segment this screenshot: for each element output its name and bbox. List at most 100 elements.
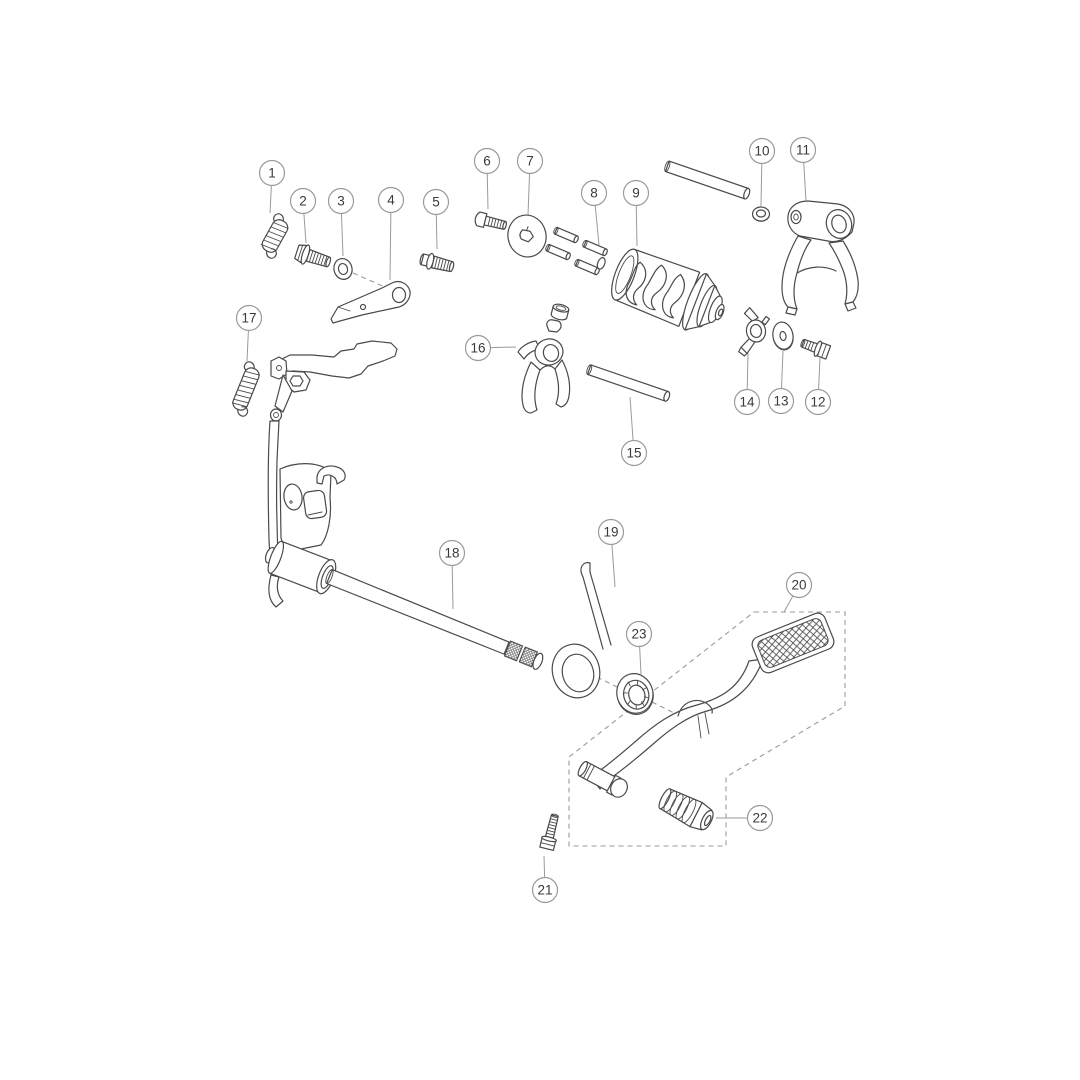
- callout-balloon-13: [767, 387, 795, 415]
- callout-leader-10: [760, 163, 763, 207]
- callout-15: 15: [620, 396, 648, 467]
- callout-balloon-17: [235, 304, 263, 332]
- callout-16: 16: [464, 334, 517, 362]
- part-1-spring: [260, 213, 289, 259]
- callout-leader-7: [527, 173, 531, 216]
- callout-8: 8: [580, 179, 608, 246]
- part-6-screw: [474, 211, 507, 230]
- callout-number-1: 1: [268, 166, 276, 181]
- part-19-return-spring: [551, 562, 612, 699]
- callout-number-15: 15: [626, 446, 641, 461]
- callout-2: 2: [289, 187, 317, 244]
- alignment-dashed-line-2: [596, 676, 618, 688]
- callout-leader-19: [611, 544, 616, 588]
- callout-balloon-12: [804, 388, 832, 416]
- callout-number-5: 5: [432, 195, 440, 210]
- callout-balloon-3: [327, 187, 355, 215]
- callout-7: 7: [516, 147, 544, 216]
- callout-leader-12: [818, 357, 821, 390]
- callout-balloon-16: [464, 334, 492, 362]
- callout-23: 23: [625, 620, 653, 675]
- callout-leader-8: [594, 205, 600, 246]
- callout-leader-15: [629, 396, 634, 441]
- callout-balloon-1: [258, 159, 286, 187]
- callout-number-23: 23: [631, 627, 646, 642]
- part-7-cam-plate: [507, 214, 547, 258]
- callout-number-8: 8: [590, 186, 598, 201]
- callout-leader-2: [303, 213, 307, 244]
- fork-shaft-upper: [664, 160, 751, 200]
- callout-leader-18: [451, 565, 454, 610]
- dashed-annotations-layer: [352, 272, 846, 847]
- callout-number-4: 4: [387, 193, 395, 208]
- callout-11: 11: [789, 136, 817, 202]
- callout-20: 20: [783, 571, 813, 613]
- callout-balloon-15: [620, 439, 648, 467]
- callout-balloon-5: [422, 188, 450, 216]
- callout-number-11: 11: [796, 143, 810, 158]
- callout-10: 10: [748, 137, 776, 207]
- callout-6: 6: [473, 147, 501, 210]
- callout-1: 1: [258, 159, 286, 214]
- callout-leader-6: [486, 173, 489, 210]
- part-22-pedal-rubber: [658, 788, 714, 831]
- callout-number-7: 7: [526, 154, 534, 169]
- part-18-shift-shaft-assembly: [264, 340, 544, 670]
- callout-number-10: 10: [754, 144, 769, 159]
- pedal-toe-pin: [577, 760, 628, 798]
- callout-21: 21: [531, 855, 559, 904]
- callout-4: 4: [377, 186, 405, 281]
- callout-balloon-22: [746, 804, 774, 832]
- pedal-group-dashed-boundary: [568, 611, 846, 847]
- callout-leader-11: [803, 162, 807, 202]
- callout-number-14: 14: [739, 395, 755, 410]
- part-4-stopper-lever: [330, 280, 411, 324]
- callout-leader-23: [639, 646, 642, 675]
- part-5-screw: [419, 252, 455, 273]
- callout-number-20: 20: [791, 578, 806, 593]
- callout-leader-17: [246, 330, 249, 362]
- callout-balloon-10: [748, 137, 776, 165]
- callout-5: 5: [422, 188, 450, 250]
- callout-balloon-14: [733, 388, 761, 416]
- callout-number-9: 9: [632, 186, 640, 201]
- part-10-collar: [751, 206, 771, 222]
- callout-balloon-6: [473, 147, 501, 175]
- part-12-bolt: [800, 338, 832, 360]
- callout-leader-4: [389, 212, 392, 281]
- callout-19: 19: [597, 518, 625, 588]
- part-13-washer: [772, 321, 794, 351]
- callout-number-16: 16: [470, 341, 485, 356]
- part-2-bolt: [294, 244, 332, 268]
- callout-leader-16: [490, 346, 517, 349]
- callout-balloon-8: [580, 179, 608, 207]
- callout-number-3: 3: [337, 194, 345, 209]
- callout-number-6: 6: [483, 154, 491, 169]
- callout-13: 13: [767, 350, 795, 415]
- part-17-spring: [231, 361, 261, 417]
- callout-balloon-11: [789, 136, 817, 164]
- callout-number-18: 18: [444, 546, 459, 561]
- callout-number-2: 2: [299, 194, 307, 209]
- callout-balloon-20: [785, 571, 813, 599]
- callout-number-22: 22: [752, 811, 767, 826]
- part-15-fork-shaft: [586, 364, 671, 402]
- part-16-shift-fork: [517, 303, 571, 414]
- callout-balloon-4: [377, 186, 405, 214]
- callout-number-12: 12: [810, 395, 825, 410]
- callout-18: 18: [438, 539, 466, 610]
- callout-balloon-9: [622, 179, 650, 207]
- callout-leader-21: [543, 855, 546, 878]
- callout-3: 3: [327, 187, 355, 257]
- alignment-dashed-line-1: [352, 272, 388, 289]
- callout-balloon-19: [597, 518, 625, 546]
- callout-balloon-18: [438, 539, 466, 567]
- callout-number-19: 19: [603, 525, 618, 540]
- callout-14: 14: [733, 352, 761, 416]
- callout-9: 9: [622, 179, 650, 247]
- part-20-shift-pedal: [577, 612, 835, 798]
- part-23-oil-seal: [616, 673, 654, 715]
